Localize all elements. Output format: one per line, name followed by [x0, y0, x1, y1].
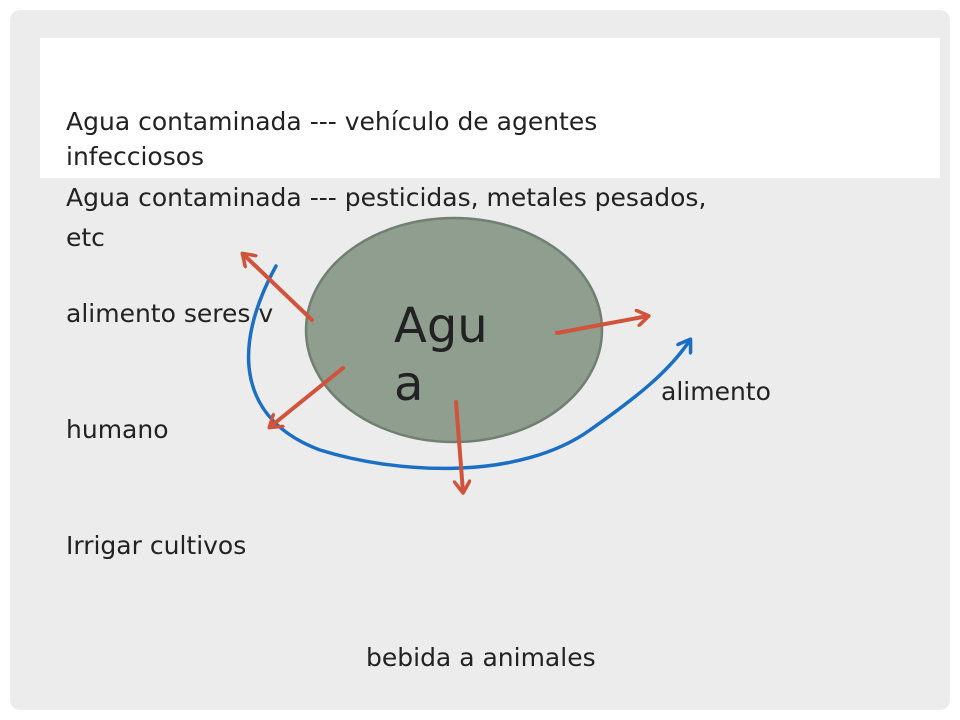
- slide: [10, 10, 950, 710]
- line-1a: Agua contaminada --- vehículo de agentes: [66, 107, 598, 136]
- line-3: alimento seres v: [66, 299, 274, 328]
- arrow-upper-left: [243, 254, 314, 322]
- center-label: Agu a: [394, 298, 488, 413]
- water-ellipse: [304, 216, 604, 444]
- line-4b: humano: [66, 415, 169, 444]
- line-1b: infecciosos: [66, 142, 205, 171]
- center-label-line1: Agu: [394, 298, 488, 354]
- arrow-lower-left: [270, 366, 345, 427]
- arrow-down: [456, 400, 463, 492]
- blue-flow-curve: [246, 264, 690, 471]
- title-band: [40, 38, 940, 178]
- line-5: Irrigar cultivos: [66, 531, 247, 560]
- arrow-right: [555, 316, 648, 335]
- line-4a: alimento: [661, 377, 771, 406]
- center-label-line2: a: [394, 355, 424, 412]
- line-2a: Agua contaminada --- pesticidas, metales…: [66, 183, 707, 212]
- line-2b: etc: [66, 223, 105, 252]
- line-6: bebida a animales: [366, 643, 596, 672]
